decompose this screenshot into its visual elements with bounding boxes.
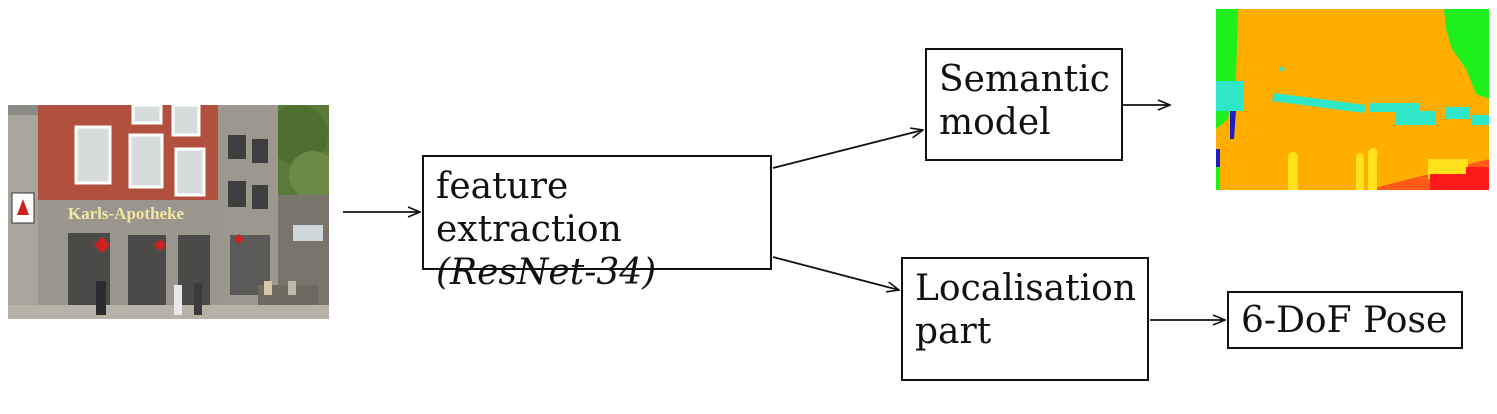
segmentation-output-image (1216, 9, 1489, 190)
arrow-feature-to-semantic (772, 130, 923, 169)
feature-extraction-label: feature extraction (436, 166, 622, 251)
seg-sky-right (1444, 9, 1489, 99)
seg-pole (1230, 111, 1236, 139)
pose-output-box: 6-DoF Pose (1227, 291, 1463, 349)
seg-window-left (1216, 81, 1244, 111)
seg-pedestrian (1288, 159, 1298, 190)
localisation-label-line1: Localisation (915, 268, 1137, 309)
feature-extraction-box: feature extraction (ResNet-34) (422, 155, 772, 293)
semantic-model-box: Semantic model (925, 48, 1123, 161)
backbone-label: (ResNet-34) (436, 252, 657, 294)
semantic-model-label-line1: Semantic (939, 59, 1110, 100)
localisation-part-box: Localisation part (901, 257, 1149, 381)
input-street-photo: Karls-Apotheke (8, 105, 329, 319)
localisation-label-line2: part (915, 311, 992, 353)
arrow-feature-to-localisation (772, 256, 899, 290)
semantic-model-label-line2: model (939, 102, 1051, 144)
pose-output-label: 6-DoF Pose (1241, 300, 1448, 341)
shop-sign-text: Karls-Apotheke (68, 204, 185, 223)
